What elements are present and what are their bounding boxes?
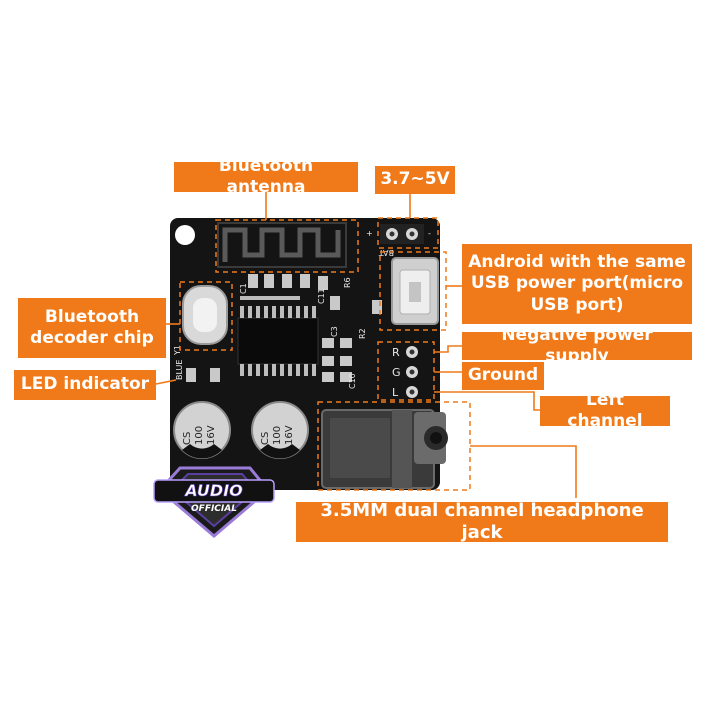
g-mark: G — [392, 366, 401, 379]
cap-16v-left: 16V — [206, 425, 217, 445]
cap-16v-right: 16V — [284, 425, 295, 445]
cap-100-left: 100 — [194, 426, 205, 445]
output-pads — [406, 346, 418, 398]
watermark-logo — [153, 466, 275, 538]
battery-header — [380, 224, 424, 244]
minus-mark: - — [428, 229, 431, 238]
blue-mark: BLUE — [175, 360, 184, 380]
r6-mark: R6 — [343, 277, 352, 288]
watermark-line1: AUDIO — [183, 481, 243, 500]
r-mark: R — [392, 346, 400, 359]
l-mark: L — [392, 386, 399, 399]
c3-mark: C3 — [330, 326, 339, 337]
plus-mark: + — [366, 229, 373, 238]
label-negative-power-supply: Negative power supply — [462, 325, 692, 366]
r2-mark: R2 — [358, 328, 367, 339]
c1-mark: C1 — [239, 283, 248, 294]
label-usb-power-port: Android with the same USB power port(mic… — [462, 244, 692, 324]
cap-100-right: 100 — [272, 426, 283, 445]
c11-mark: C11 — [317, 288, 326, 304]
label-headphone-jack: 3.5MM dual channel headphone jack — [296, 500, 668, 543]
label-led-indicator: LED indicator — [14, 370, 156, 400]
decoder-chip — [237, 296, 319, 376]
label-bluetooth-antenna: Bluetooth antenna — [174, 156, 358, 197]
label-voltage: 3.7~5V — [375, 166, 455, 194]
antenna-trace — [217, 222, 347, 268]
crystal-oscillator — [182, 285, 228, 345]
callout-outlines — [179, 217, 471, 491]
leader-lines — [155, 192, 577, 498]
label-decoder-chip: Bluetooth decoder chip — [18, 298, 166, 358]
c10-mark: C10 — [348, 373, 357, 389]
cap-cs-left: CS — [182, 432, 193, 445]
label-left-channel: Left channel — [540, 390, 670, 431]
micro-usb-port — [391, 257, 439, 325]
mounting-hole — [175, 225, 195, 245]
headphone-jack — [321, 409, 448, 489]
cap-cs-right: CS — [260, 432, 271, 445]
smd-components — [186, 274, 382, 382]
bat-mark: BAT — [379, 248, 394, 257]
capacitor-left — [173, 401, 231, 459]
capacitor-right — [251, 401, 309, 459]
label-ground: Ground — [462, 362, 544, 390]
y1-mark: Y1 — [173, 345, 182, 356]
watermark-line2: OFFICIAL — [191, 504, 237, 514]
